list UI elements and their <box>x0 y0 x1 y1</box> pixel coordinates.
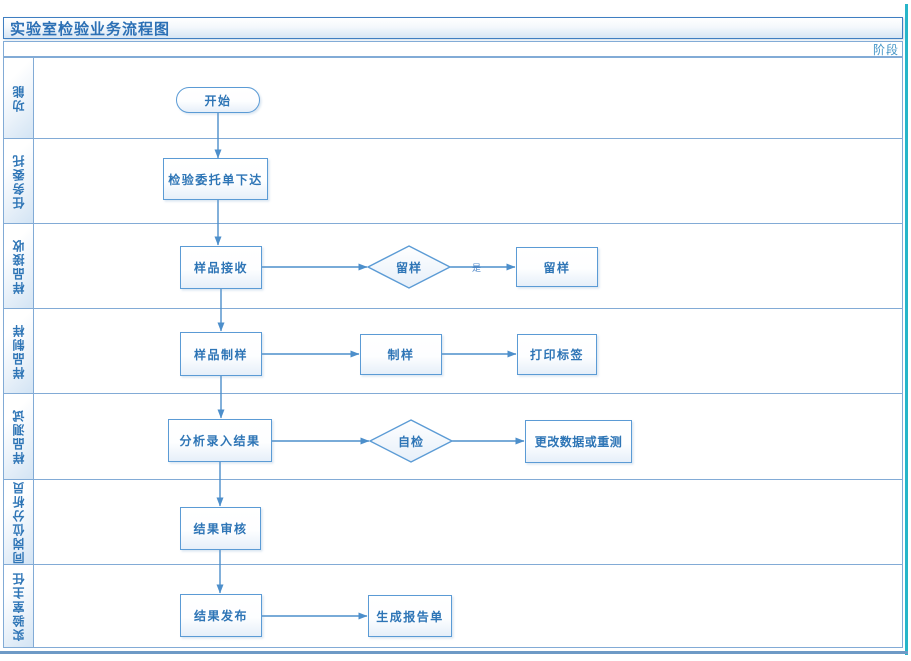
flow-node-modify-retest: 更改数据或重测 <box>525 420 632 463</box>
lane-sample-testing: 样品测试 <box>4 393 902 480</box>
lane-function: 功能 <box>4 58 902 139</box>
lane-lab-director: 实验室主任 <box>4 565 902 647</box>
lane-body <box>34 309 902 393</box>
page-edge-right <box>905 4 908 655</box>
phase-band: 阶段 <box>3 41 903 57</box>
lane-body <box>34 565 902 647</box>
flow-node-analysis-entry: 分析录入结果 <box>168 419 272 462</box>
lane-label-sample-reception: 样品接收 <box>4 224 34 309</box>
lane-body <box>34 480 902 565</box>
diagram-title: 实验室检验业务流程图 <box>10 19 171 38</box>
page-edge-bottom <box>0 651 908 654</box>
flow-node-sample-receive: 样品接收 <box>180 246 262 289</box>
lane-peer-analyst: 同岗位分析员 <box>4 479 902 566</box>
flow-node-result-review: 结果审核 <box>180 507 261 550</box>
lane-sample-preparation: 样品制样 <box>4 309 902 394</box>
lane-body <box>34 58 902 138</box>
lane-label-function: 功能 <box>4 58 34 138</box>
lane-task-delegation: 任务委托 <box>4 138 902 225</box>
lane-label-lab-director: 实验室主任 <box>4 565 34 647</box>
flow-node-start: 开始 <box>176 87 260 113</box>
swimlane-container: 功能 任务委托 样品接收 样品制样 样品测试 同岗位分析员 实验室主任 <box>3 57 903 648</box>
flow-node-generate-report: 生成报告单 <box>368 595 452 637</box>
lane-label-sample-testing: 样品测试 <box>4 393 34 479</box>
lane-label-peer-analyst: 同岗位分析员 <box>4 479 34 565</box>
flow-node-retain-sample: 留样 <box>516 247 598 287</box>
flow-node-order-issued: 检验委托单下达 <box>163 158 268 200</box>
flow-node-result-publish: 结果发布 <box>180 594 262 637</box>
phase-label: 阶段 <box>872 42 899 57</box>
flow-node-selfcheck-label: 自检 <box>397 434 424 449</box>
flow-node-prepare: 制样 <box>360 334 442 375</box>
flow-node-sample-prepare: 样品制样 <box>180 332 262 376</box>
lane-label-sample-preparation: 样品制样 <box>4 309 34 393</box>
lane-body <box>34 394 902 479</box>
diagram-title-bar: 实验室检验业务流程图 <box>3 17 903 39</box>
lane-label-task-delegation: 任务委托 <box>4 138 34 224</box>
lane-body <box>34 224 902 308</box>
lane-sample-reception: 样品接收 <box>4 224 902 310</box>
flow-node-retain-decision-label: 留样 <box>395 260 422 275</box>
edge-label-yes: 是 <box>472 264 482 274</box>
flow-node-print-label: 打印标签 <box>517 334 597 375</box>
